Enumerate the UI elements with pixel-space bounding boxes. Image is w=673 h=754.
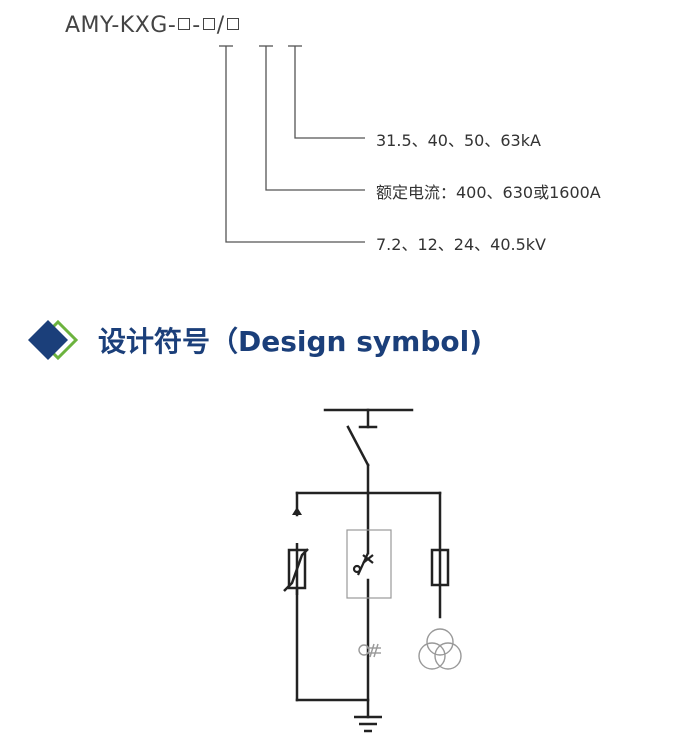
model-code: AMY-KXG--/: [65, 13, 241, 38]
option-rated-voltage: 7.2、12、24、40.5kV: [376, 235, 547, 254]
section-title: 设计符号（Design symbol): [98, 325, 482, 358]
fuse-icon: [430, 548, 450, 587]
code-leader-lines: [219, 45, 365, 243]
transformer-icon: [418, 628, 462, 670]
arrow-icon: [292, 507, 302, 515]
code-box-3: [226, 18, 239, 30]
option-rated-current: 额定电流：400、630或1600A: [376, 183, 601, 202]
model-code-prefix: AMY-KXG-: [65, 13, 177, 38]
design-symbol-diagram: [283, 408, 462, 733]
ground-icon: [354, 715, 382, 733]
leader-breaking-current: [294, 46, 365, 139]
option-breaking-current: 31.5、40、50、63kA: [376, 131, 541, 150]
model-code-sep1: -: [192, 13, 201, 38]
leader-rated-voltage: [225, 46, 365, 243]
disconnector-blade: [346, 425, 370, 467]
load-switch-icon: [352, 552, 374, 576]
leader-rated-current: [265, 46, 365, 191]
switch-frame: [346, 529, 392, 599]
diamond-bullet-icon: [28, 319, 79, 361]
code-box-2: [202, 18, 215, 30]
model-code-sep2: /: [216, 13, 225, 38]
current-sensor-icon: [358, 643, 381, 658]
code-box-1: [178, 18, 191, 30]
